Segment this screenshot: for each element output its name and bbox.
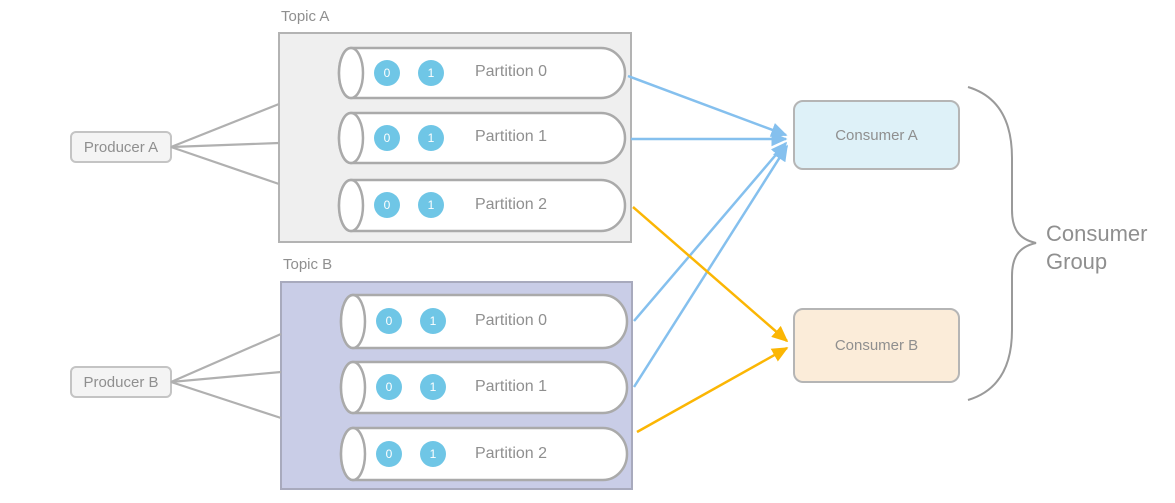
partition-label: Partition 2 xyxy=(474,445,548,462)
producer-a-node: Producer A xyxy=(70,131,172,163)
offset-badge: 0 xyxy=(374,125,400,151)
consumer-a-assignment-arrows xyxy=(627,74,789,388)
topic-b-label: Topic B xyxy=(283,256,333,273)
partition-label: Partition 1 xyxy=(474,378,548,395)
offset-badge: 0 xyxy=(376,308,402,334)
topic-a-label: Topic A xyxy=(281,8,330,25)
offset-badge: 0 xyxy=(374,60,400,86)
producer-a-line-3 xyxy=(170,145,280,186)
offset-badge: 0 xyxy=(374,192,400,218)
arrow-topic-b-p2-consumer-b xyxy=(636,346,789,434)
offset-badge: 0 xyxy=(376,441,402,467)
producer-a-line-2 xyxy=(170,141,280,149)
consumer-a-label: Consumer A xyxy=(835,126,918,144)
producer-b-label: Producer B xyxy=(83,373,159,391)
consumer-b-label: Consumer B xyxy=(834,337,919,354)
partition-label: Partition 0 xyxy=(474,63,548,80)
arrow-topic-b-p0-consumer-a xyxy=(633,141,788,322)
producer-b-connectors xyxy=(170,332,282,420)
consumer-group-brace xyxy=(967,86,1037,401)
consumer-a-node: Consumer A xyxy=(793,100,960,170)
partition-label: Partition 0 xyxy=(474,312,548,329)
producer-b-line-3 xyxy=(170,380,282,420)
producer-a-connectors xyxy=(170,102,280,186)
arrow-topic-a-p0-consumer-a xyxy=(627,74,788,137)
arrow-topic-b-p1-consumer-a xyxy=(632,144,789,388)
arrow-topic-a-p2-consumer-b xyxy=(632,206,789,343)
offset-badge: 0 xyxy=(376,374,402,400)
producer-a-line-1 xyxy=(170,102,280,149)
consumer-group-label: Consumer Group xyxy=(1046,221,1148,274)
partition-label: Partition 2 xyxy=(474,196,548,213)
producer-a-label: Producer A xyxy=(83,138,159,156)
producer-b-line-2 xyxy=(170,370,282,384)
producer-b-node: Producer B xyxy=(70,366,172,398)
consumer-b-node: Consumer B xyxy=(793,308,960,383)
producer-b-line-1 xyxy=(170,332,282,384)
consumer-b-assignment-arrows xyxy=(632,206,789,434)
partition-label: Partition 1 xyxy=(474,128,548,145)
